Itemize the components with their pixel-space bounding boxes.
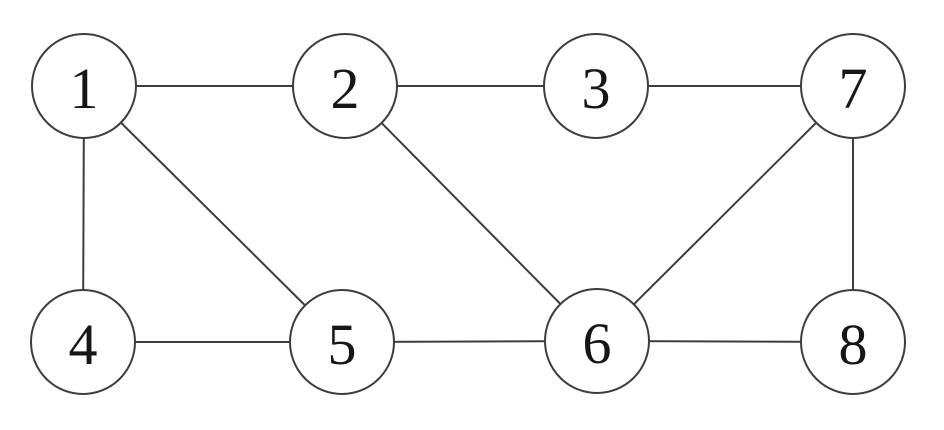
node-label-8: 8: [839, 312, 868, 377]
node-label-7: 7: [839, 56, 868, 121]
node-circle-4: [30, 289, 136, 395]
node-label-1: 1: [70, 56, 99, 121]
node-label-6: 6: [583, 311, 612, 376]
node-label-5: 5: [328, 312, 357, 377]
node-circle-3: [543, 33, 649, 139]
node-8: 8: [800, 289, 906, 395]
node-circle-7: [800, 33, 906, 139]
node-circle-2: [292, 33, 398, 139]
nodes-layer: 1 2 3 7 4 5 6 8: [30, 33, 906, 395]
node-5: 5: [289, 289, 395, 395]
node-circle-5: [289, 289, 395, 395]
node-label-2: 2: [331, 56, 360, 121]
node-circle-6: [544, 288, 650, 394]
node-7: 7: [800, 33, 906, 139]
node-2: 2: [292, 33, 398, 139]
node-label-3: 3: [582, 56, 611, 121]
node-6: 6: [544, 288, 650, 394]
node-circle-1: [31, 33, 137, 139]
node-4: 4: [30, 289, 136, 395]
node-3: 3: [543, 33, 649, 139]
node-circle-8: [800, 289, 906, 395]
edge-2-6: [344, 85, 598, 342]
node-1: 1: [31, 33, 137, 139]
edges-layer: [82, 85, 854, 343]
edge-1-5: [83, 85, 343, 343]
edge-6-7: [596, 85, 854, 342]
node-label-4: 4: [69, 312, 98, 377]
